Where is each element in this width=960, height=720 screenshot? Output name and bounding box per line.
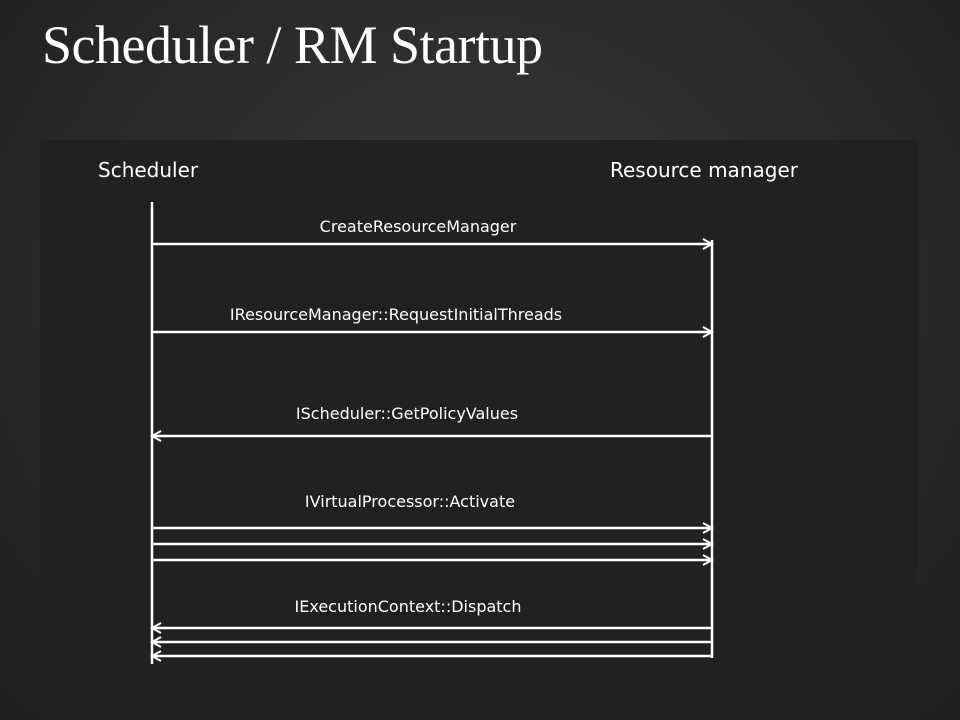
slide-title: Scheduler / RM Startup	[42, 15, 543, 75]
message-label-dispatch: IExecutionContext::Dispatch	[294, 597, 522, 616]
resource-manager-lifeline-label: Resource manager	[610, 158, 798, 182]
message-label-get-policy: IScheduler::GetPolicyValues	[295, 404, 519, 423]
scheduler-lifeline-label: Scheduler	[98, 158, 199, 182]
message-label-create-rm: CreateResourceManager	[319, 217, 517, 236]
message-label-activate: IVirtualProcessor::Activate	[304, 492, 516, 511]
message-label-request-threads: IResourceManager::RequestInitialThreads	[229, 305, 563, 324]
diagram-panel	[40, 140, 918, 720]
